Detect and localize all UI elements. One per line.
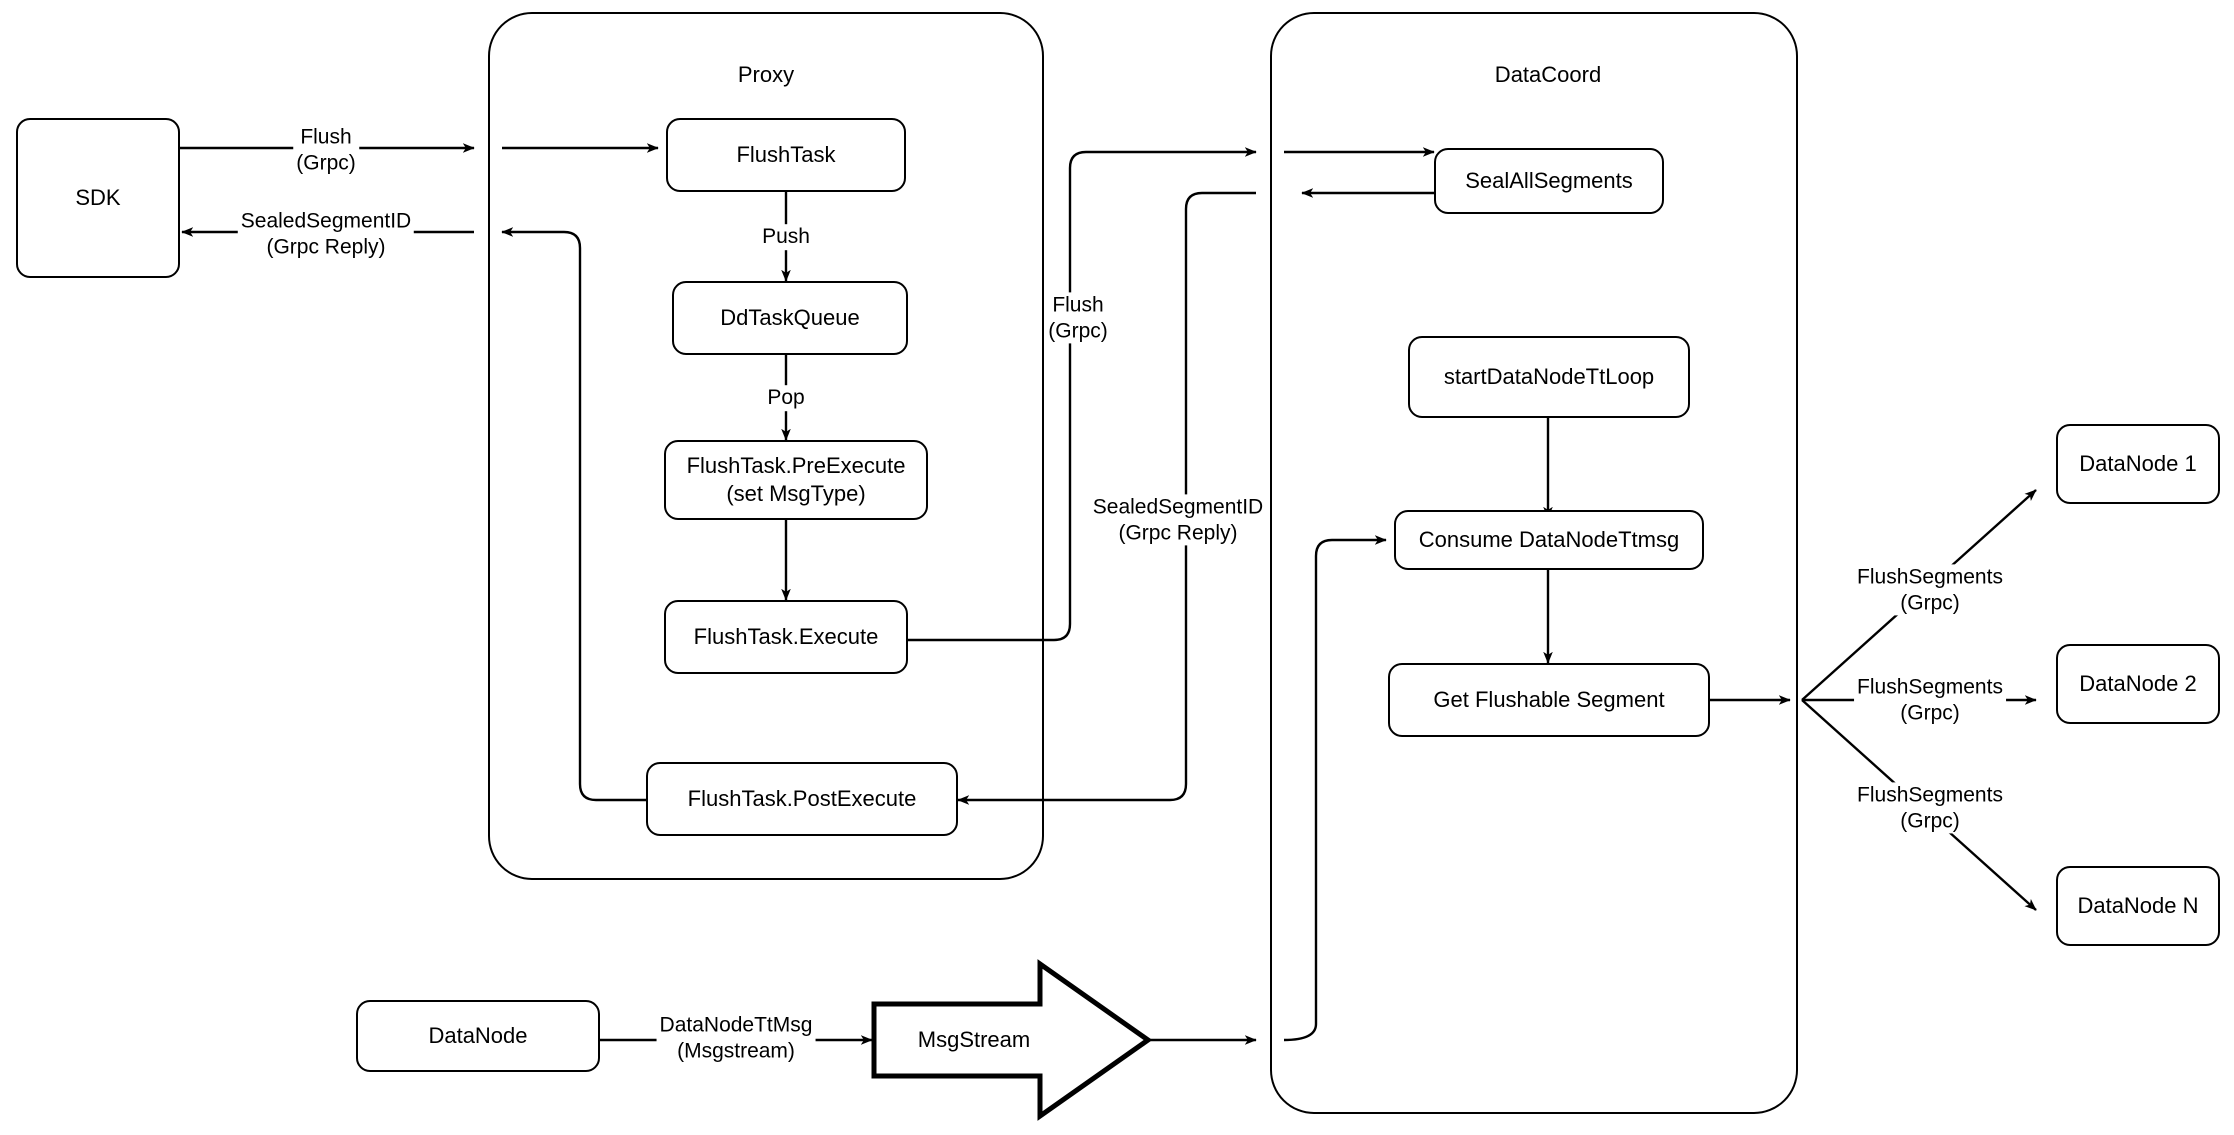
container-datacoord (1270, 12, 1798, 1114)
edge-label-datanode-tt-msg: DataNodeTtMsg (Msgstream) (656, 1012, 816, 1064)
node-msgstream[interactable]: MsgStream (871, 958, 1153, 1122)
node-start-datanode-tt-loop[interactable]: startDataNodeTtLoop (1408, 336, 1690, 418)
edge-label-proxy-to-sdk: SealedSegmentID (Grpc Reply) (237, 208, 415, 260)
edge-label-sdk-to-proxy: Flush (Grpc) (293, 124, 359, 176)
container-proxy-title: Proxy (737, 62, 795, 87)
node-get-flushable-segment[interactable]: Get Flushable Segment (1388, 663, 1710, 737)
node-flush-task[interactable]: FlushTask (666, 118, 906, 192)
node-flush-task-pre-execute[interactable]: FlushTask.PreExecute (set MsgType) (664, 440, 928, 520)
container-proxy (488, 12, 1044, 880)
node-datanode-1[interactable]: DataNode 1 (2056, 424, 2220, 504)
edge-label-push: Push (759, 224, 813, 250)
node-flush-task-post-execute[interactable]: FlushTask.PostExecute (646, 762, 958, 836)
edge-label-flush-segments-n: FlushSegments (Grpc) (1854, 782, 2006, 834)
node-sdk[interactable]: SDK (16, 118, 180, 278)
edge-label-flush-segments-2: FlushSegments (Grpc) (1854, 674, 2006, 726)
edge-label-proxy-to-datacoord: Flush (Grpc) (1045, 292, 1111, 344)
container-datacoord-title: DataCoord (1494, 62, 1602, 87)
edge-label-flush-segments-1: FlushSegments (Grpc) (1854, 564, 2006, 616)
node-msgstream-label: MsgStream (917, 1027, 1031, 1052)
node-seal-all-segments[interactable]: SealAllSegments (1434, 148, 1664, 214)
node-datanode-2[interactable]: DataNode 2 (2056, 644, 2220, 724)
node-consume-datanode-ttmsg[interactable]: Consume DataNodeTtmsg (1394, 510, 1704, 570)
node-dd-task-queue[interactable]: DdTaskQueue (672, 281, 908, 355)
edge-label-pop: Pop (764, 385, 808, 411)
node-datanode-n[interactable]: DataNode N (2056, 866, 2220, 946)
edge-label-datacoord-to-proxy: SealedSegmentID (Grpc Reply) (1089, 494, 1267, 546)
node-datanode-source[interactable]: DataNode (356, 1000, 600, 1072)
node-flush-task-execute[interactable]: FlushTask.Execute (664, 600, 908, 674)
